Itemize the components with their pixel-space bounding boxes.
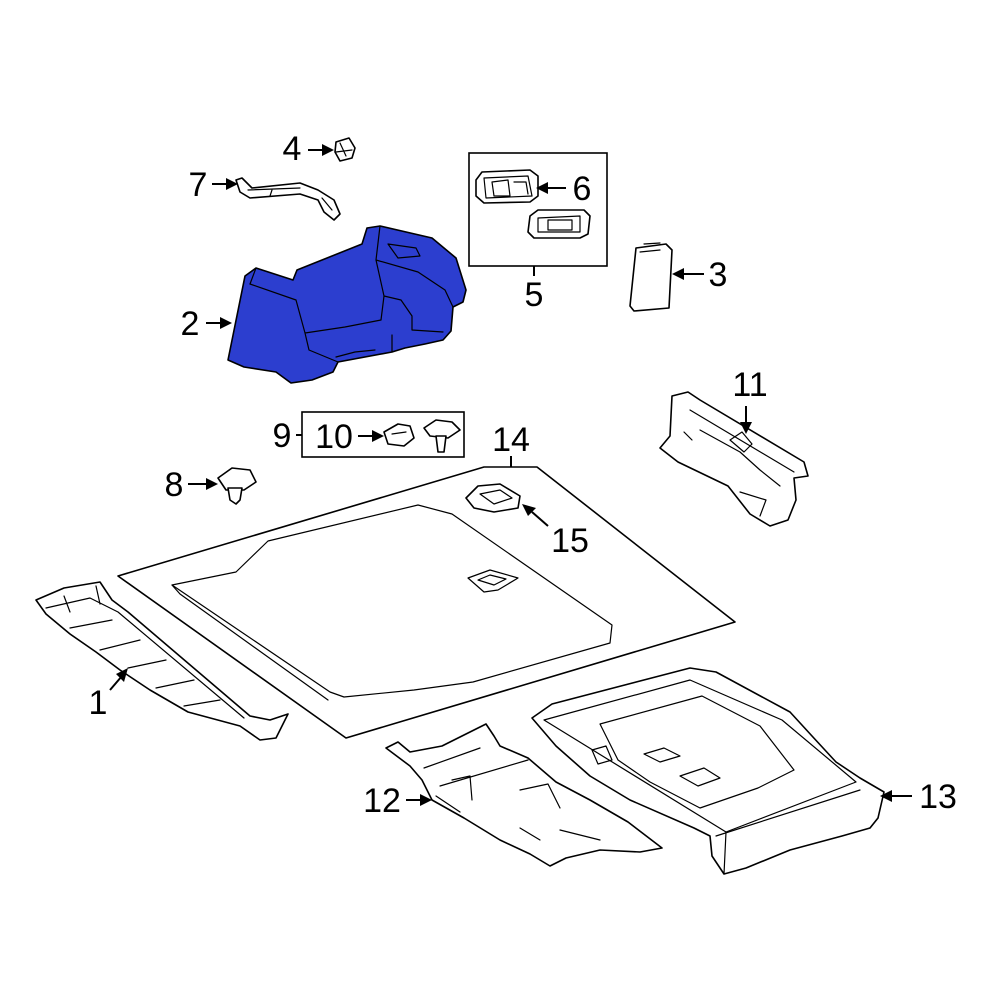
part-14-handle — [467, 569, 519, 593]
part-2-body — [227, 225, 467, 384]
arrowhead-8 — [206, 478, 218, 490]
part-12-body — [385, 723, 663, 867]
arrowhead-6 — [536, 182, 548, 194]
callout-13: 13 — [919, 778, 957, 816]
part-13-well — [599, 695, 795, 809]
callout-14: 14 — [492, 421, 530, 459]
part-11-bracket[interactable] — [659, 391, 809, 527]
callout-6: 6 — [573, 170, 592, 208]
callout-11: 11 — [732, 366, 767, 404]
part-7-body — [235, 177, 341, 221]
part-10-detail — [391, 431, 407, 435]
arrowhead-11 — [740, 422, 752, 434]
part-15-body — [465, 483, 521, 513]
arrowhead-12 — [420, 794, 432, 806]
part-11-body — [659, 391, 809, 527]
callout-4: 4 — [283, 130, 302, 168]
part-8-head — [217, 467, 257, 491]
part-10-body — [383, 423, 415, 447]
part-15-detail — [479, 489, 513, 505]
callout-12: 12 — [363, 782, 401, 820]
part-13-slots — [591, 745, 721, 787]
part-6-lamp-housing[interactable] — [475, 169, 539, 204]
part-5-box — [468, 152, 608, 267]
callout-15: 15 — [551, 522, 589, 560]
part-2-trunk-side-trim-highlighted[interactable] — [227, 225, 467, 384]
leader-arrows — [109, 144, 912, 806]
arrowhead-1 — [116, 668, 128, 682]
part-5-lens-detail — [537, 215, 581, 233]
part-8-shaft — [227, 487, 243, 505]
part-5-lamp-lens[interactable] — [527, 209, 591, 239]
callout-8: 8 — [165, 466, 184, 504]
part-12-detail — [423, 747, 601, 841]
part-13-wall — [715, 789, 879, 875]
part-9-pin-shaft — [435, 435, 447, 453]
part-14-cargo-floor[interactable] — [117, 466, 736, 739]
part-8-push-pin[interactable] — [217, 467, 257, 505]
arrowhead-15 — [522, 504, 536, 516]
arrowhead-10 — [372, 430, 384, 442]
part-9-group[interactable] — [296, 411, 465, 458]
part-2-pocket — [249, 243, 421, 358]
part-4-clip[interactable] — [334, 137, 356, 162]
part-14-handle-inner — [477, 574, 507, 586]
part-4-detail — [335, 142, 353, 157]
part-14-inner-panel — [171, 504, 613, 698]
callout-7: 7 — [189, 166, 208, 204]
leader-15 — [531, 511, 549, 527]
callout-1: 1 — [89, 684, 108, 722]
part-3-body — [629, 243, 673, 312]
part-7-bracket[interactable] — [235, 177, 341, 221]
leader-1 — [109, 675, 123, 691]
callout-2: 2 — [181, 305, 200, 343]
part-2-inner-edge — [249, 225, 454, 363]
arrowhead-3 — [672, 268, 684, 280]
callout-9: 9 — [273, 417, 292, 455]
part-3-edge — [639, 242, 661, 253]
part-11-detail — [683, 409, 795, 517]
part-1-rib — [45, 585, 245, 719]
part-1-sill-trim[interactable] — [35, 581, 289, 741]
arrowhead-2 — [220, 317, 232, 329]
callout-10: 10 — [315, 418, 353, 456]
part-14-outline — [117, 466, 736, 739]
part-14-inner-edge — [171, 584, 329, 701]
part-7-detail — [247, 187, 333, 211]
callout-3: 3 — [709, 256, 728, 294]
callout-5: 5 — [525, 276, 544, 314]
part-10-clip[interactable] — [383, 423, 415, 447]
part-13-rim — [543, 679, 857, 833]
part-12-floor-panel[interactable] — [385, 723, 663, 867]
part-6-detail — [483, 175, 533, 199]
arrowhead-13 — [880, 790, 892, 802]
part-9-push-pin[interactable] — [423, 419, 461, 453]
arrowhead-7 — [226, 178, 238, 190]
part-3-cover[interactable] — [629, 242, 673, 312]
arrowhead-4 — [322, 144, 334, 156]
part-13-cargo-tub[interactable] — [531, 667, 885, 875]
callout-labels: 1 2 3 4 5 6 7 8 9 10 11 12 13 14 15 — [89, 130, 957, 820]
part-9-pin-head — [423, 419, 461, 439]
part-5-group[interactable] — [468, 152, 608, 276]
part-15-tie-down[interactable] — [465, 483, 521, 513]
part-5-lens-body — [527, 209, 591, 239]
part-14-handle-outer — [467, 569, 519, 593]
